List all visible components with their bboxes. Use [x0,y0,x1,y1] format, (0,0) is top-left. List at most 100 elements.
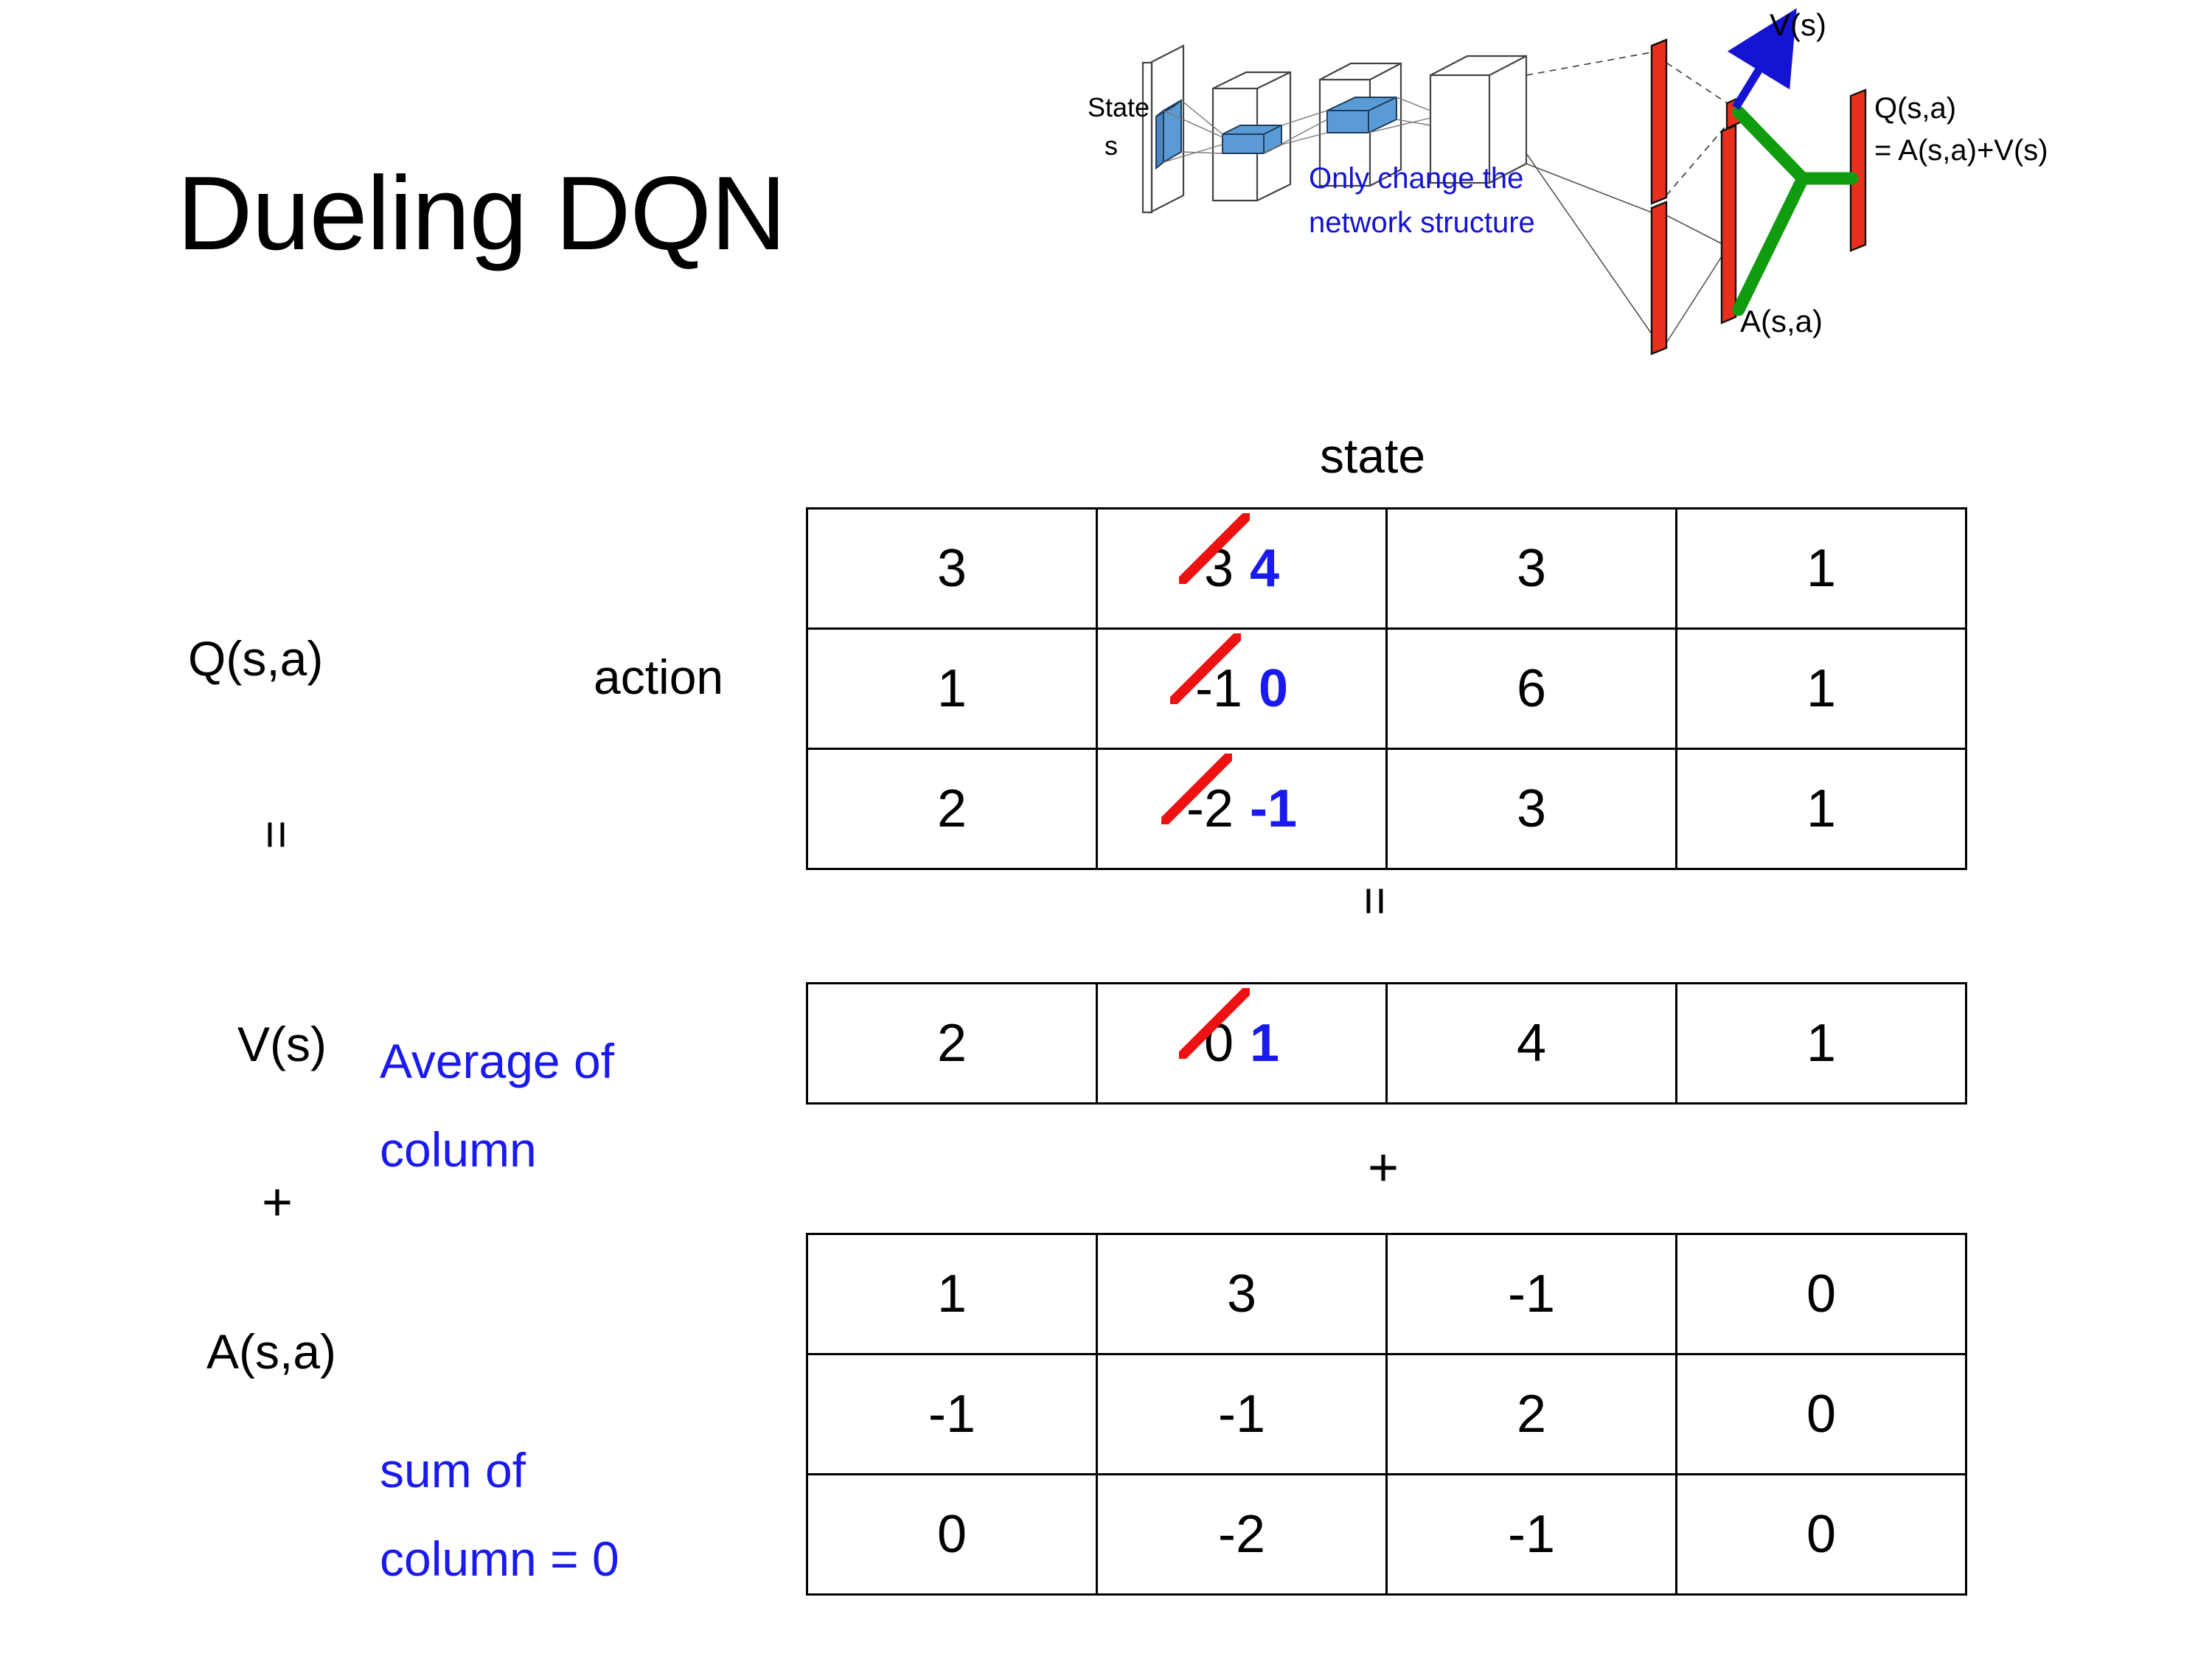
conv-filter-1-shape [1222,125,1282,154]
table-row: 1 3 -1 0 [806,1233,1967,1355]
table-cell: -1 [806,1353,1098,1475]
v-function-label: V(s) [237,1017,327,1071]
page-title: Dueling DQN [177,155,787,272]
cell-value: 1 [1806,539,1837,598]
table-cell: 2 [806,982,1098,1105]
table-cell: -2 -1 [1096,748,1388,870]
aggregation-merge-shape [1732,105,1859,316]
state-label-line2: s [1105,131,1118,161]
cell-value: 3 [1226,1265,1257,1324]
cell-value: 1 [1806,659,1837,718]
cell-value: 3 [936,539,967,598]
cell-value: -1 [1507,1505,1556,1564]
struck-value: -1 [1169,633,1242,718]
cell-value: 4 [1516,1014,1547,1073]
value-stream-bar-shape [1650,38,1668,205]
cell-value: -1 [928,1385,976,1444]
table-cell: -1 0 [1096,627,1388,750]
cell-value: 2 [936,779,967,838]
table-cell: 2 [1385,1353,1677,1475]
table-cell: 3 [806,507,1098,630]
value-output-label: V(s) [1770,7,1826,42]
input-filter-shape [1155,99,1182,170]
table-row: 1 -1 0 6 1 [806,627,1967,750]
cell-value: 1 [936,659,967,718]
cell-value: 1 [1806,779,1837,838]
table-cell: 0 [1675,1233,1967,1355]
cell-value: 3 [1516,779,1547,838]
state-label-line1: State [1088,92,1150,122]
table-cell: 3 [1385,748,1677,870]
table-row: 2 -2 -1 3 1 [806,748,1967,870]
q-output-bar-shape [1849,88,1867,252]
cell-value: 3 [1516,539,1547,598]
action-axis-label: action [594,650,724,704]
q-output-label-line1: Q(s,a) [1874,92,1956,125]
table-cell: 1 [1675,507,1967,630]
a-value-table: 1 3 -1 0 -1 -1 2 0 0 -2 -1 0 [806,1233,1967,1596]
cell-value: 1 [1806,1014,1837,1073]
corrected-value: 4 [1250,539,1280,598]
value-output-arrow [1727,8,1797,110]
state-axis-label: state [1320,428,1426,483]
q-function-label: Q(s,a) [188,631,324,686]
table-cell: -1 [1385,1233,1677,1355]
table-cell: 1 [1675,982,1967,1105]
table-cell: 1 [806,627,1098,750]
table-cell: 1 [1675,627,1967,750]
table-cell: 2 [806,748,1098,870]
table-cell: -1 [1096,1353,1388,1475]
cell-value: 2 [1516,1385,1547,1444]
table-cell: 3 [1385,507,1677,630]
cell-value: 0 [1806,1265,1837,1324]
cell-value: 2 [936,1014,967,1073]
cell-value: 1 [936,1265,967,1324]
struck-value: 0 [1178,988,1251,1073]
cell-value: 0 [1806,1505,1837,1564]
table-cell: 0 [1675,1353,1967,1475]
corrected-value: 1 [1250,1014,1280,1073]
network-note-line1: Only change the [1309,162,1523,195]
value-stream-lines [1526,51,1733,196]
sum-note-line1: sum of [380,1443,526,1498]
cell-value: 6 [1516,659,1547,718]
struck-value: 3 [1178,513,1251,598]
table-cell: 6 [1385,627,1677,750]
layer-connection-lines [1163,97,1431,163]
equals-operator-between-q-v: = [1346,886,1403,916]
table-cell: 1 [806,1233,1098,1355]
table-cell: 3 [1096,1233,1388,1355]
table-cell: -2 [1096,1473,1388,1596]
a-function-label: A(s,a) [206,1324,337,1379]
advantage-output-label: A(s,a) [1740,304,1823,338]
cell-value: -2 [1217,1505,1266,1564]
table-cell: 1 [1675,748,1967,870]
conv-filter-2-shape [1326,97,1397,133]
plus-operator-between-v-a: + [1368,1138,1399,1197]
advantage-vector-bar-shape [1720,124,1737,324]
q-output-label-line2: = A(s,a)+V(s) [1874,134,2048,167]
table-cell: 0 [1675,1473,1967,1596]
average-note-line2: column [380,1122,537,1177]
cell-value: 0 [936,1505,967,1564]
average-note-line1: Average of [380,1034,615,1088]
corrected-value: -1 [1250,779,1298,838]
struck-value: -2 [1161,754,1234,838]
advantage-stream-bar-shape [1650,201,1668,355]
corrected-value: 0 [1258,659,1289,718]
advantage-stream-lines [1526,153,1726,344]
table-row: -1 -1 2 0 [806,1353,1967,1475]
plus-operator-left: + [262,1173,293,1232]
cell-value: -1 [1507,1265,1556,1324]
network-note-line2: network structure [1309,206,1535,239]
table-cell: -1 [1385,1473,1677,1596]
table-cell: 4 [1385,982,1677,1105]
equals-operator-left-top: = [248,820,305,849]
cell-value: -1 [1217,1385,1266,1444]
